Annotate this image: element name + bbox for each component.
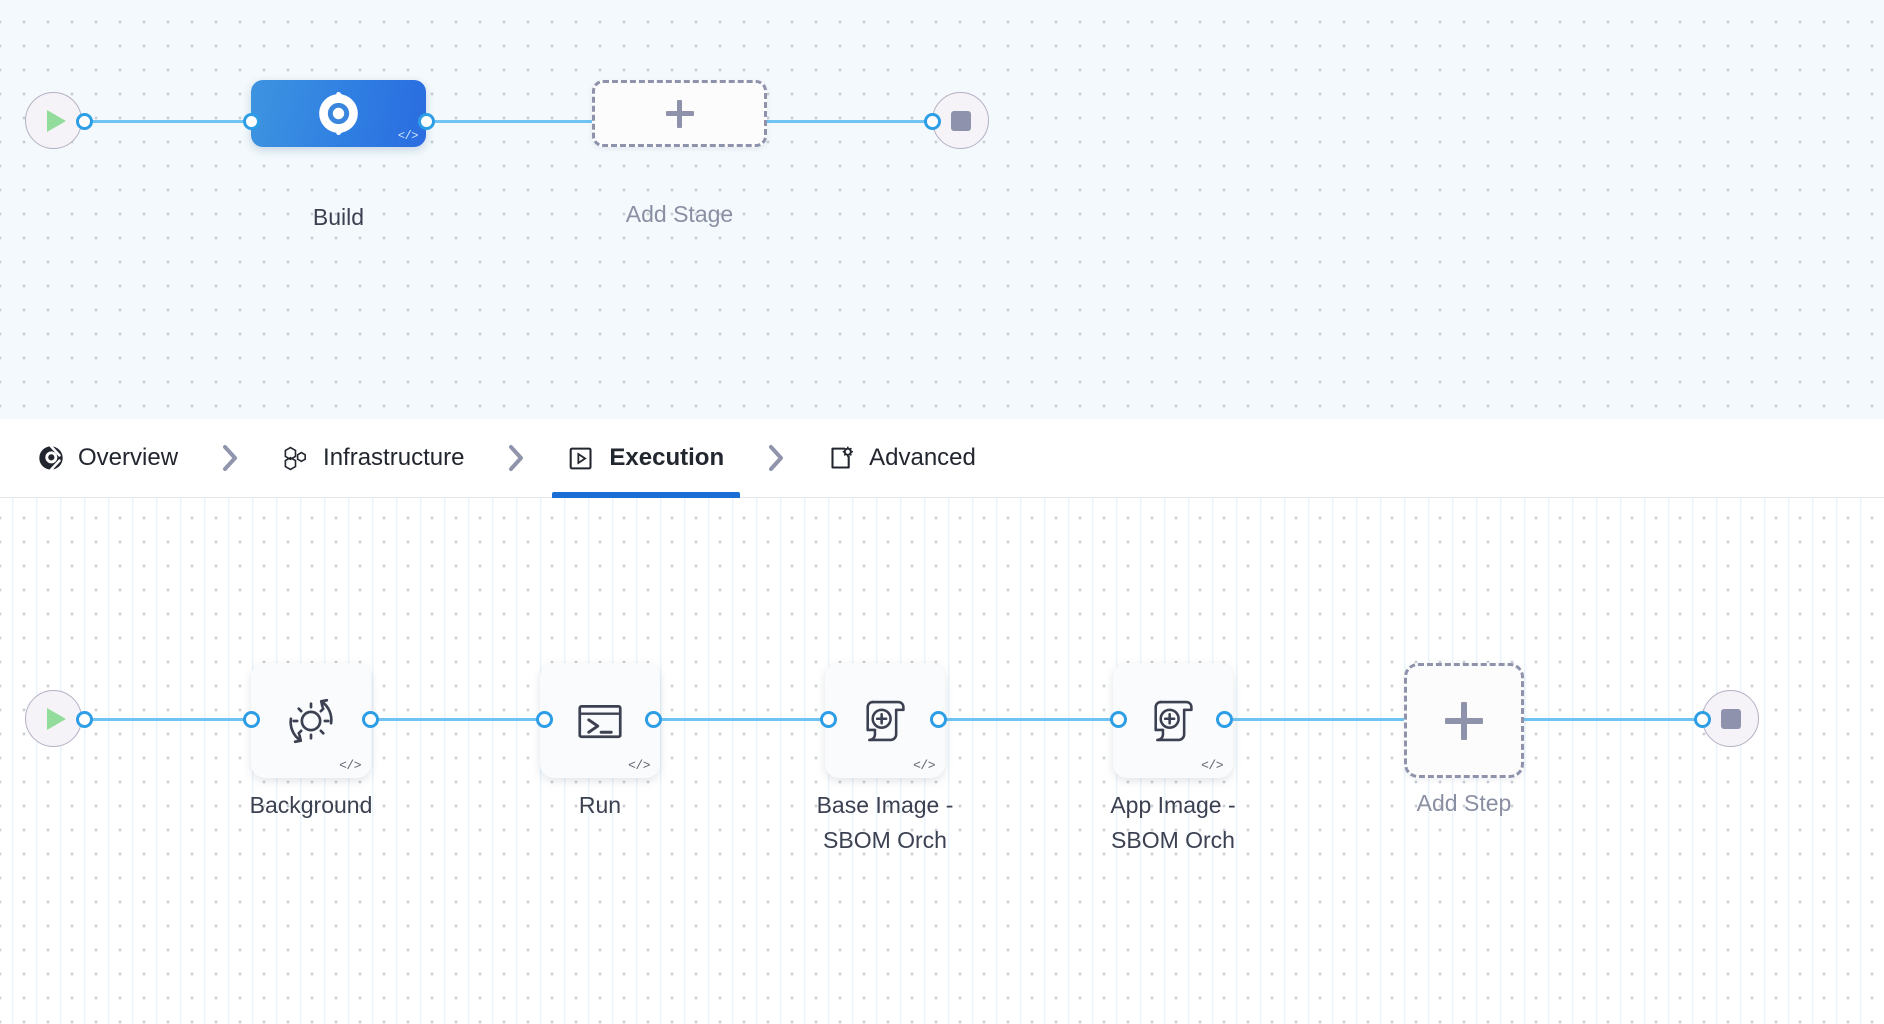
step-connector-appimage-addstep <box>1215 718 1405 721</box>
terminal-icon <box>578 704 622 738</box>
tab-separator-1 <box>194 441 266 475</box>
tab-label-infrastructure: Infrastructure <box>323 444 465 471</box>
step-code-badge-background[interactable]: </> <box>339 758 361 773</box>
add-stage-label: Add Stage <box>625 201 734 227</box>
add-stage-button[interactable] <box>592 80 767 147</box>
tab-overview[interactable]: Overview <box>22 419 194 498</box>
step-port-run-out[interactable] <box>645 711 662 728</box>
stage-port-build-out[interactable] <box>418 113 435 130</box>
step-port-background-out[interactable] <box>362 711 379 728</box>
tab-label-advanced: Advanced <box>869 444 976 471</box>
step-label-app-image-sbom-orch: App Image - SBOM Orch <box>1110 792 1236 853</box>
step-label-run: Run <box>578 792 622 818</box>
gear-refresh-icon <box>289 698 333 743</box>
step-label-base-image-sbom-orch: Base Image - SBOM Orch <box>816 792 954 853</box>
play-square-icon <box>568 445 595 472</box>
stage-graph-canvas[interactable]: </> Build Add Stage <box>0 0 1884 419</box>
stage-connector-start-build <box>82 120 262 123</box>
stage-node-build[interactable]: </> <box>251 80 426 147</box>
step-port-end-in[interactable] <box>1694 711 1711 728</box>
step-port-appimage-out[interactable] <box>1216 711 1233 728</box>
tab-label-execution: Execution <box>609 444 725 471</box>
tab-separator-3 <box>740 441 812 475</box>
step-connector-baseimage-appimage <box>930 718 1112 721</box>
step-label-background: Background <box>249 792 373 818</box>
step-node-app-image-sbom-orch[interactable]: </> <box>1113 663 1233 778</box>
chevron-right-icon <box>509 445 524 471</box>
stage-connector-build-addstage <box>425 120 605 123</box>
stage-start-node[interactable] <box>25 92 82 149</box>
add-step-label: Add Step <box>1416 790 1512 816</box>
step-port-run-in[interactable] <box>536 711 553 728</box>
tab-separator-2 <box>480 441 552 475</box>
step-port-start-out[interactable] <box>76 711 93 728</box>
stage-config-tabbar: Overview Infrastructure <box>0 419 1884 498</box>
step-connector-start-background <box>82 718 262 721</box>
stage-code-badge[interactable]: </> <box>397 129 419 143</box>
chevron-right-icon <box>223 445 238 471</box>
stage-port-build-in[interactable] <box>243 113 260 130</box>
step-port-appimage-in[interactable] <box>1110 711 1127 728</box>
gear-square-icon <box>828 445 855 472</box>
step-connector-background-run <box>362 718 544 721</box>
stage-port-start-out[interactable] <box>76 113 93 130</box>
tab-advanced[interactable]: Advanced <box>812 419 992 498</box>
stage-end-node[interactable] <box>932 92 989 149</box>
play-circle-icon <box>47 707 66 730</box>
step-connector-addstep-end <box>1522 718 1704 721</box>
harness-ci-icon <box>38 445 64 471</box>
stage-port-end-in[interactable] <box>924 113 941 130</box>
step-node-run[interactable]: </> <box>540 663 660 778</box>
step-port-baseimage-in[interactable] <box>820 711 837 728</box>
step-graph-canvas[interactable]: </> Background </> Run <box>0 498 1884 1024</box>
stop-circle-icon <box>950 110 971 131</box>
harness-ci-icon <box>319 92 358 135</box>
step-port-background-in[interactable] <box>243 711 260 728</box>
scroll-plus-icon <box>866 700 905 741</box>
step-code-badge-base-image[interactable]: </> <box>913 758 935 773</box>
step-node-base-image-sbom-orch[interactable]: </> <box>825 663 945 778</box>
play-circle-icon <box>47 109 66 132</box>
step-port-baseimage-out[interactable] <box>930 711 947 728</box>
scroll-plus-icon <box>1154 700 1193 741</box>
step-node-background[interactable]: </> <box>251 663 371 778</box>
step-start-node[interactable] <box>25 690 82 747</box>
tab-infrastructure[interactable]: Infrastructure <box>266 419 480 498</box>
step-code-badge-app-image[interactable]: </> <box>1201 758 1223 773</box>
stage-label-build: Build <box>312 204 365 230</box>
tab-execution[interactable]: Execution <box>552 419 740 498</box>
step-connector-run-baseimage <box>645 718 827 721</box>
step-code-badge-run[interactable]: </> <box>628 758 650 773</box>
stop-circle-icon <box>1720 708 1741 729</box>
add-step-button[interactable] <box>1404 663 1524 778</box>
chevron-right-icon <box>769 445 784 471</box>
stage-connector-addstage-end <box>765 120 945 123</box>
tab-label-overview: Overview <box>78 444 179 471</box>
hexagons-icon <box>282 445 309 472</box>
